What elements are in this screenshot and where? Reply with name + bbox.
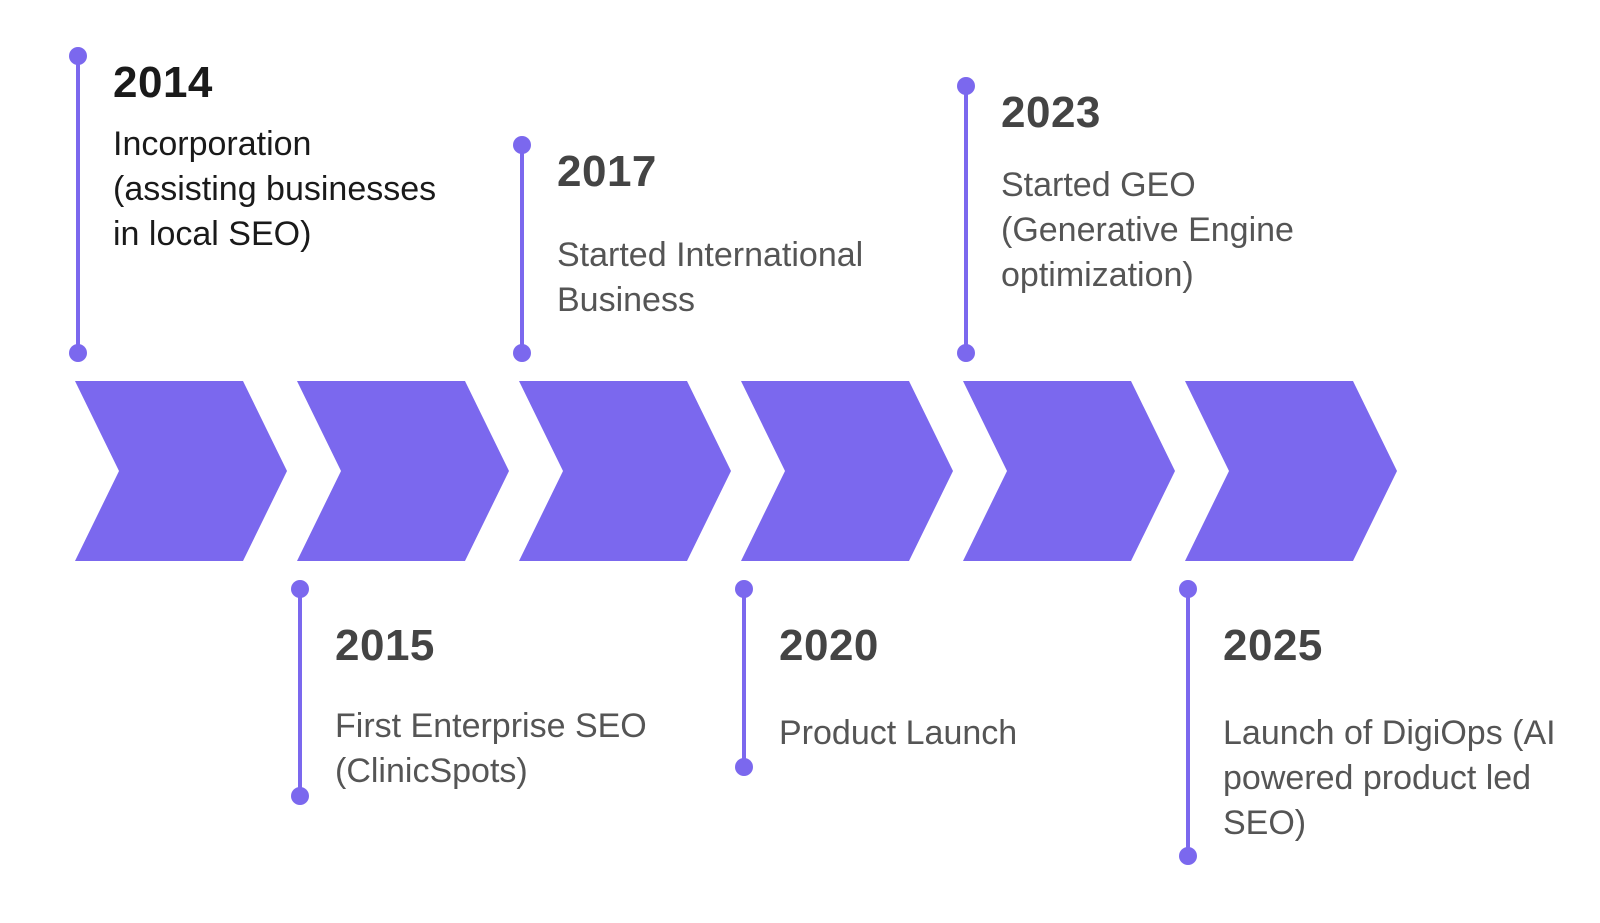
event-description: Product Launch [779, 714, 1018, 752]
chevron-step-6 [1185, 381, 1397, 561]
chevron-step-4 [741, 381, 953, 561]
chevron-step-5 [963, 381, 1175, 561]
event-description: First Enterprise SEO (ClinicSpots) [335, 707, 647, 790]
event-2015: 2015 First Enterprise SEO (ClinicSpots) [335, 621, 695, 794]
marker-2020 [734, 580, 754, 777]
marker-2015 [290, 580, 310, 806]
event-year: 2017 [557, 147, 657, 196]
event-year: 2025 [1223, 621, 1323, 670]
event-2020: 2020 Product Launch [779, 621, 1099, 756]
event-2014: 2014 Incorporation (assisting businesses… [113, 58, 443, 257]
event-2023: 2023 Started GEO (Generative Engine opti… [1001, 88, 1341, 298]
event-year: 2023 [1001, 88, 1101, 137]
chevron-step-1 [75, 381, 287, 561]
event-2025: 2025 Launch of DigiOps (AI powered produ… [1223, 621, 1568, 846]
event-description: Incorporation (assisting businesses in l… [113, 125, 437, 253]
event-description: Launch of DigiOps (AI powered product le… [1223, 714, 1556, 842]
marker-2025 [1178, 580, 1198, 866]
event-year: 2014 [113, 58, 213, 107]
event-description: Started GEO (Generative Engine optimizat… [1001, 166, 1294, 294]
marker-2014 [68, 47, 88, 363]
marker-2017 [512, 136, 532, 363]
marker-2023 [956, 77, 976, 363]
event-year: 2015 [335, 621, 435, 670]
event-2017: 2017 Started International Business [557, 147, 937, 323]
event-year: 2020 [779, 621, 879, 670]
event-description: Started International Business [557, 236, 864, 319]
chevron-step-3 [519, 381, 731, 561]
chevron-step-2 [297, 381, 509, 561]
